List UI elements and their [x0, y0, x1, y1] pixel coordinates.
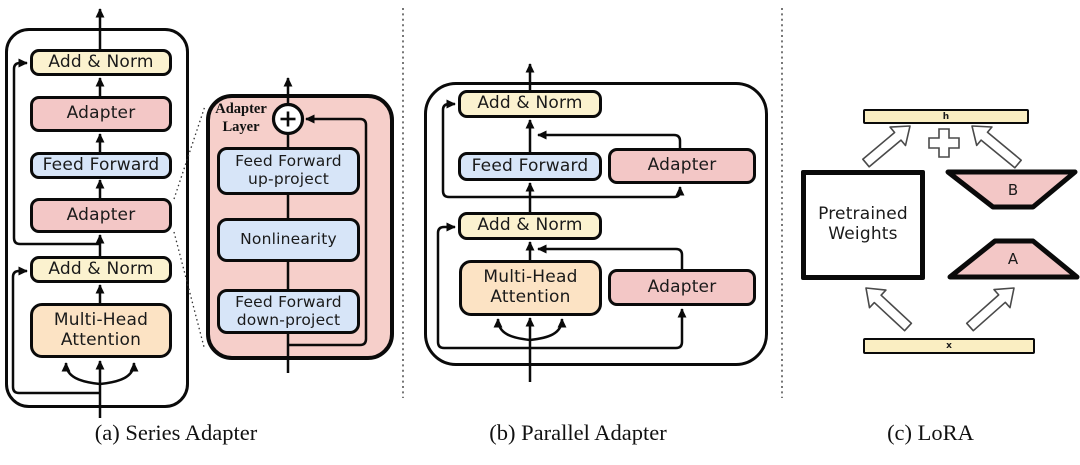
series-transformer-block-outline	[5, 28, 189, 408]
add-norm-box: Add & Norm	[458, 212, 602, 240]
add-norm-label: Add & Norm	[477, 93, 583, 114]
adapter-label: Adapter	[647, 276, 717, 297]
multi-head-attention-label: Multi-Head Attention	[53, 309, 149, 350]
add-norm-label: Add & Norm	[48, 258, 154, 279]
caption-series-adapter: (a) Series Adapter	[94, 420, 258, 445]
h-label: h	[942, 111, 950, 122]
hidden-output-bar: h	[863, 109, 1029, 124]
adapter-box: Adapter	[608, 269, 756, 306]
add-norm-box: Add & Norm	[30, 49, 172, 76]
pretrained-weights-label: Pretrained Weights	[818, 204, 908, 244]
plus-icon	[928, 128, 960, 158]
lora-b-matrix-label: B	[1007, 181, 1019, 199]
multi-head-attention-box: Multi-Head Attention	[459, 260, 602, 316]
adapter-box: Adapter	[608, 148, 756, 184]
lora-a-matrix-label: A	[1007, 250, 1019, 268]
feed-forward-box: Feed Forward	[458, 152, 602, 181]
feed-forward-label: Feed Forward	[42, 154, 160, 175]
block-arrow-x-to-a-icon	[965, 287, 1015, 332]
adapter-label: Adapter	[647, 155, 717, 176]
adapter-box: Adapter	[30, 96, 172, 132]
multi-head-attention-box: Multi-Head Attention	[30, 303, 172, 358]
pretrained-weights-box: Pretrained Weights	[801, 170, 925, 280]
adapter-label: Adapter	[66, 204, 136, 225]
nonlinearity-label: Nonlinearity	[240, 230, 337, 249]
add-norm-label: Add & Norm	[48, 51, 154, 72]
input-bar: x	[863, 338, 1035, 354]
feed-forward-down-project-label: Feed Forward down-project	[235, 292, 342, 329]
feed-forward-label: Feed Forward	[471, 155, 589, 176]
x-label: x	[946, 341, 952, 351]
parallel-transformer-block-outline	[424, 82, 768, 366]
add-norm-label: Add & Norm	[477, 215, 583, 236]
feed-forward-up-project-box: Feed Forward up-project	[217, 147, 360, 195]
multi-head-attention-label: Multi-Head Attention	[483, 267, 578, 307]
adapter-box: Adapter	[30, 198, 172, 233]
feed-forward-box: Feed Forward	[30, 152, 172, 179]
feed-forward-down-project-box: Feed Forward down-project	[217, 289, 360, 334]
adapter-layer-title: Adapter Layer	[215, 101, 267, 136]
adapter-label: Adapter	[66, 103, 136, 124]
caption-parallel-adapter: (b) Parallel Adapter	[489, 420, 667, 445]
block-arrow-b-to-h-icon	[971, 125, 1023, 169]
block-arrow-x-to-pretrained-icon	[865, 287, 913, 332]
feed-forward-up-project-label: Feed Forward up-project	[235, 152, 342, 188]
caption-lora: (c) LoRA	[887, 420, 974, 445]
add-norm-box: Add & Norm	[30, 256, 172, 283]
add-norm-box: Add & Norm	[458, 90, 602, 118]
block-arrow-pretrained-to-h-icon	[861, 125, 911, 168]
nonlinearity-box: Nonlinearity	[217, 218, 360, 262]
